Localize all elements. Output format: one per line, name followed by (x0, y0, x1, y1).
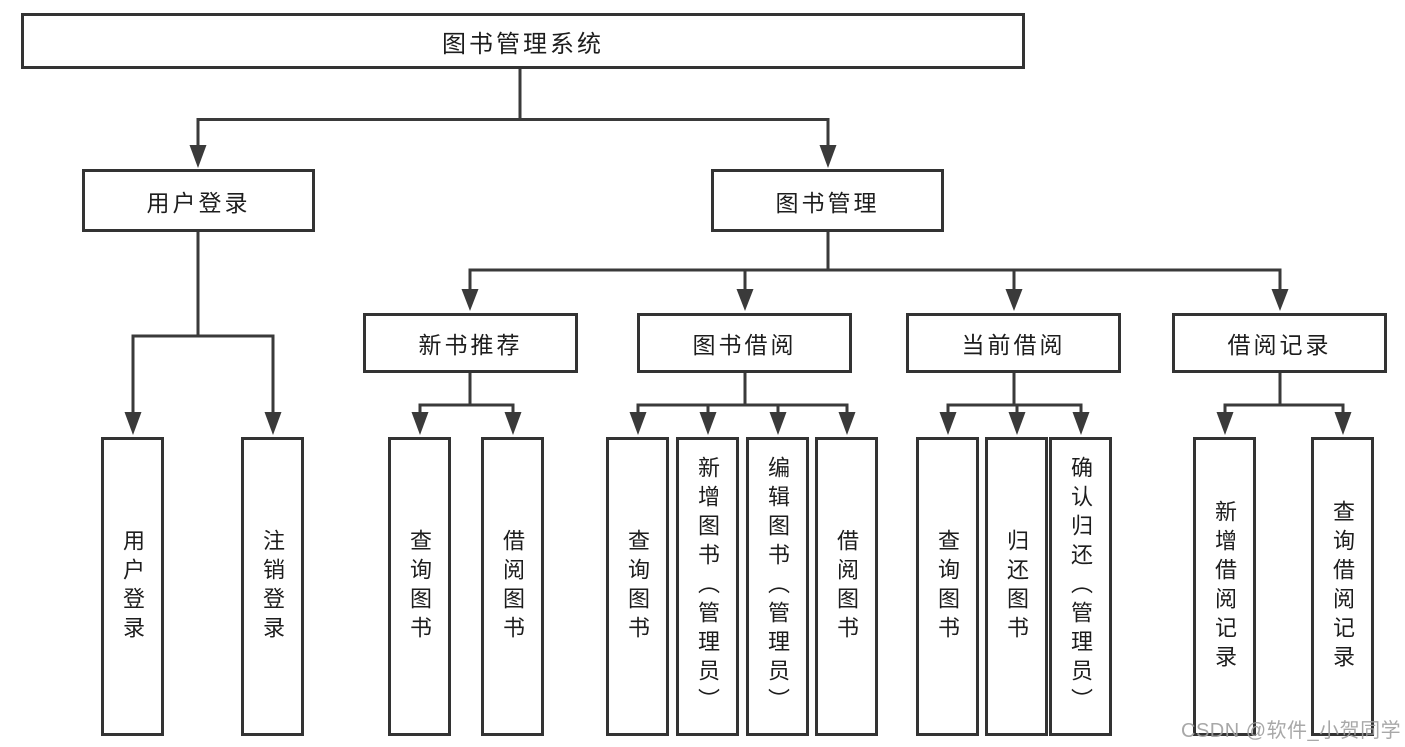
node-leaf-logout: 注销登录 (241, 437, 304, 736)
node-leaf-query-books-2: 查询图书 (606, 437, 669, 736)
node-book-management-label: 图书管理 (775, 189, 880, 216)
node-book-borrow-label: 图书借阅 (692, 332, 797, 358)
node-book-borrow: 图书借阅 (637, 313, 852, 373)
node-borrow-records: 借阅记录 (1172, 313, 1387, 373)
node-leaf-borrow-books-2: 借阅图书 (815, 437, 878, 736)
node-leaf-query-books-3: 查询图书 (916, 437, 979, 736)
node-leaf-borrow-books-1: 借阅图书 (481, 437, 544, 736)
node-root-system: 图书管理系统 (21, 13, 1025, 69)
node-book-management: 图书管理 (711, 169, 944, 232)
node-leaf-borrow-books-1-label: 借阅图书 (500, 528, 526, 645)
connector-root-to-level2 (189, 68, 837, 168)
node-leaf-query-books-2-label: 查询图书 (625, 528, 651, 645)
connector-book-borrow-children (629, 372, 856, 435)
node-leaf-confirm-return-admin: 确认归还（管理员） (1049, 437, 1112, 736)
node-leaf-query-borrow-record: 查询借阅记录 (1311, 437, 1374, 736)
connector-book-management-children (461, 231, 1289, 311)
node-leaf-borrow-books-2-label: 借阅图书 (834, 528, 860, 645)
node-leaf-query-borrow-record-label: 查询借阅记录 (1330, 499, 1356, 674)
connector-new-book-recommend-children (411, 372, 522, 435)
node-leaf-query-books-3-label: 查询图书 (935, 528, 961, 645)
node-leaf-return-books: 归还图书 (985, 437, 1048, 736)
node-current-borrow-label: 当前借阅 (961, 332, 1066, 358)
node-leaf-edit-books-admin-label: 编辑图书（管理员） (765, 456, 791, 717)
node-user-login: 用户登录 (82, 169, 315, 232)
node-borrow-records-label: 借阅记录 (1227, 332, 1332, 358)
node-leaf-user-login: 用户登录 (101, 437, 164, 736)
node-leaf-return-books-label: 归还图书 (1004, 528, 1030, 645)
node-leaf-query-books-1: 查询图书 (388, 437, 451, 736)
node-current-borrow: 当前借阅 (906, 313, 1121, 373)
node-new-book-recommend-label: 新书推荐 (418, 332, 523, 358)
connector-user-login-children (124, 231, 282, 435)
node-leaf-logout-label: 注销登录 (260, 528, 286, 645)
csdn-watermark: CSDN @软件_小贺同学 (1181, 720, 1402, 742)
node-leaf-edit-books-admin: 编辑图书（管理员） (746, 437, 809, 736)
node-new-book-recommend: 新书推荐 (363, 313, 578, 373)
node-leaf-user-login-label: 用户登录 (120, 528, 146, 645)
node-root-system-label: 图书管理系统 (442, 30, 604, 58)
node-leaf-query-books-1-label: 查询图书 (407, 528, 433, 645)
node-leaf-add-borrow-record: 新增借阅记录 (1193, 437, 1256, 736)
node-leaf-add-books-admin: 新增图书（管理员） (676, 437, 739, 736)
node-leaf-add-borrow-record-label: 新增借阅记录 (1212, 499, 1238, 674)
connector-current-borrow-children (939, 372, 1090, 435)
node-leaf-confirm-return-admin-label: 确认归还（管理员） (1068, 456, 1094, 717)
node-user-login-label: 用户登录 (146, 189, 251, 216)
node-leaf-add-books-admin-label: 新增图书（管理员） (695, 456, 721, 717)
connector-borrow-records-children (1216, 372, 1352, 435)
